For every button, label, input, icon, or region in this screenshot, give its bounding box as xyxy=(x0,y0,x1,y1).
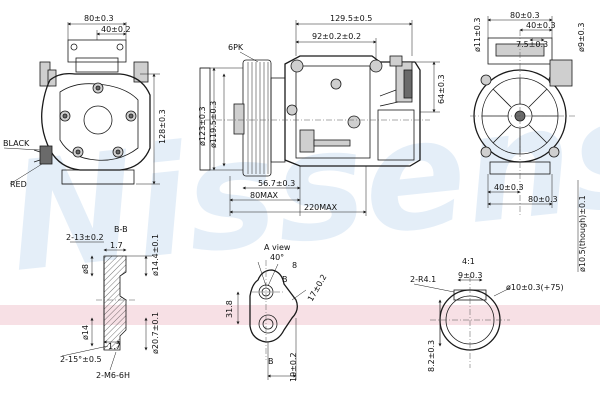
section-dim-step: 1.7 xyxy=(110,241,123,250)
side-dim-short: 56.7±0.3 xyxy=(258,179,295,188)
detail-dia: ø10±0.3(+75) xyxy=(506,283,564,292)
detail-slot: 9±0.3 xyxy=(458,271,483,280)
section-dim-dia-a: ø8 xyxy=(81,264,90,274)
side-dim-overall: 220MAX xyxy=(304,203,338,212)
view-a-label-b-bottom: B xyxy=(268,357,274,366)
side-dim-mount: 92±0.2±0.2 xyxy=(312,32,361,41)
section-dim-step2: 1.7 xyxy=(108,342,121,351)
rear-dim-inner: 40±0.3 xyxy=(526,21,556,30)
front-dim-inner: 40±0.2 xyxy=(101,25,131,34)
rear-dim-top: 80±0.3 xyxy=(510,11,540,20)
side-view: 6PK ø123±0.3 ø119.5±0.3 129.5±0.5 92±0.2… xyxy=(198,14,446,216)
section-bb-title: B-B xyxy=(114,225,128,234)
detail-depth: 8.2±0.3 xyxy=(427,340,436,372)
view-a-slope: 17±0.2 xyxy=(306,273,329,303)
front-top-bracket xyxy=(67,39,127,63)
rear-dim-bottom: 80±0.3 xyxy=(528,195,558,204)
section-dim-chamfer2: 2-15°±0.5 xyxy=(60,355,102,364)
section-dim-dia-c: ø14 xyxy=(81,325,90,340)
rear-dim-right: ø9±0.3 xyxy=(577,23,586,52)
section-dim-chamfer: 2-13±0.2 xyxy=(66,233,104,242)
wire-connector xyxy=(39,145,53,165)
pulley-dia: ø123±0.3 xyxy=(198,106,207,146)
section-bb-hatch xyxy=(103,255,127,351)
front-dim-height: 128±0.3 xyxy=(158,109,167,144)
watermark-band xyxy=(0,305,600,325)
rear-dim-spacing: 7.5±0.3 xyxy=(516,40,548,49)
view-a-angle: 40° xyxy=(270,253,284,262)
detail-4-1: 4:1 2-R4.1 9±0.3 ø10±0.3(+75) 8.2±0.3 xyxy=(410,257,564,372)
detail-scale: 4:1 xyxy=(462,257,475,266)
side-dim-max: 80MAX xyxy=(250,191,279,200)
front-dim-top: 80±0.3 xyxy=(84,14,114,23)
belt-label: 6PK xyxy=(228,43,244,52)
wire-black-label: BLACK xyxy=(3,139,30,148)
section-dim-dia-d: ø20.7±0.1 xyxy=(151,312,160,354)
section-dim-dia-b: ø14.4±0.1 xyxy=(151,234,160,276)
front-view: 80±0.3 40±0.2 128±0.3 BLACK RED xyxy=(3,14,167,189)
side-body-outline xyxy=(284,55,421,167)
side-dim-right: 64±0.3 xyxy=(437,74,446,104)
side-dim-top: 129.5±0.5 xyxy=(330,14,372,23)
rear-dim-bottom-left: 40±0.3 xyxy=(494,183,524,192)
detail-radius: 2-R4.1 xyxy=(410,275,436,284)
view-a-outline xyxy=(249,269,298,343)
view-a-height: 31.8 xyxy=(225,300,234,318)
pulley-inner-dia: ø119.5±0.3 xyxy=(209,101,218,148)
rear-dim-hole: ø11±0.3 xyxy=(473,18,482,53)
section-bb: B-B ø8 ø14 ø14.4±0.1 ø20.7±0.1 2-13±0.2 … xyxy=(60,225,160,380)
wire-red-label: RED xyxy=(10,180,27,189)
view-a-width: 8 xyxy=(292,261,297,270)
rear-dim-through: ø10.5(though)±0.1 xyxy=(578,195,587,272)
view-a-title: A view xyxy=(264,243,291,252)
view-a-label-b-top: B xyxy=(282,275,288,284)
rear-view: 80±0.3 40±0.3 7.5±0.3 ø11±0.3 ø9±0.3 40±… xyxy=(470,11,587,272)
view-a-bottom: 19±0.2 xyxy=(289,352,298,382)
section-dim-thread: 2-M6-6H xyxy=(96,371,130,380)
